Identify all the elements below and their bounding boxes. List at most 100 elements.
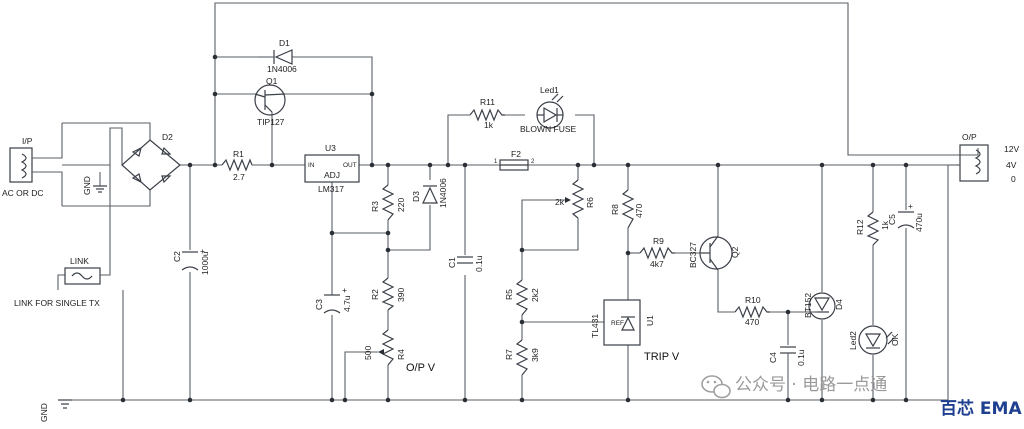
label-r11: R11 [480, 97, 495, 107]
label-f2-pin2: 2 [531, 159, 535, 165]
scr-d4-symbol [808, 292, 836, 320]
label-u3-adj: ADJ [324, 170, 340, 180]
transistor-q1-symbol [254, 84, 286, 116]
label-u3-out: OUT [343, 162, 357, 169]
label-r2: R2 [370, 289, 380, 300]
label-r5: R5 [504, 289, 514, 300]
label-0v: 0 [1011, 174, 1016, 184]
potentiometer-r4-symbol [378, 329, 395, 366]
label-f2: F2 [511, 149, 521, 159]
capacitor-c4-symbol [780, 346, 796, 362]
label-d3-value: 1N4006 [438, 178, 448, 208]
label-u1-ref: REF [611, 320, 624, 327]
label-c3-value: 4.7u [342, 295, 352, 312]
resistor-r12-symbol [866, 211, 880, 246]
capacitor-c5-symbol [897, 211, 915, 229]
resistor-r9-symbol [639, 246, 675, 260]
label-q2-value: BC327 [688, 242, 698, 268]
label-r5-value: 2k2 [530, 288, 540, 302]
label-r1-value: 2.7 [233, 172, 245, 182]
led1-symbol [536, 93, 564, 129]
label-r8-value: 470 [634, 204, 644, 218]
transistor-q2-symbol [699, 235, 733, 271]
resistor-r10-symbol [734, 305, 770, 319]
label-c5-plus: + [908, 201, 913, 211]
label-12v: 12V [1004, 144, 1019, 154]
label-d3: D3 [411, 191, 421, 202]
label-d1: D1 [279, 38, 290, 48]
resistor-r7-symbol [515, 339, 529, 376]
label-r3-value: 220 [396, 198, 406, 212]
diode-d3-symbol [422, 185, 438, 204]
label-q1: Q1 [266, 76, 278, 86]
label-u3-value: LM317 [318, 184, 344, 194]
label-r1: R1 [233, 149, 244, 159]
label-c3-plus: + [342, 285, 347, 295]
label-r8: R8 [610, 204, 620, 215]
label-r6: R6 [585, 197, 595, 208]
potentiometer-r6-symbol [565, 179, 585, 219]
label-r4-value: 500 [363, 346, 373, 360]
label-c5: C5 [887, 214, 897, 225]
label-trip-v: TRIP V [644, 351, 680, 363]
label-r7-value: 3k9 [530, 348, 540, 362]
label-r4: R4 [396, 349, 406, 360]
label-u1-value: TL431 [590, 314, 600, 338]
label-d4: D4 [834, 299, 844, 310]
capacitor-c3-symbol [323, 294, 341, 314]
label-d4-value: BT152 [803, 293, 813, 318]
label-f2-pin1: 1 [494, 159, 498, 165]
label-r10: R10 [745, 295, 761, 305]
resistor-r2-symbol [381, 277, 395, 311]
wechat-icon [701, 375, 731, 399]
wires [57, 2, 979, 401]
label-u3: U3 [325, 143, 336, 153]
label-ac-dc: AC OR DC [2, 188, 44, 198]
brand-logo: 百芯 EMA [940, 398, 1022, 419]
label-c2-value: 1000u [200, 251, 210, 275]
capacitor-c1-symbol [457, 256, 473, 264]
led2-symbol [858, 325, 895, 355]
label-led2-value: OK [890, 333, 900, 346]
label-r9: R9 [653, 236, 664, 246]
resistor-r5-symbol [515, 279, 529, 316]
label-c5-value: 470u [914, 213, 924, 232]
label-op: O/P [962, 132, 977, 142]
capacitor-c2-symbol [181, 251, 199, 271]
label-d1-value: 1N4006 [267, 64, 297, 74]
diode-d1-symbol [258, 49, 293, 65]
label-r12: R12 [855, 219, 865, 235]
label-q1-value: TIP127 [257, 117, 285, 127]
label-r3: R3 [370, 201, 380, 212]
label-u3-in: IN [308, 162, 315, 169]
main-ground-symbol [58, 399, 72, 409]
label-c4: C4 [768, 352, 778, 363]
label-u1: U1 [645, 315, 655, 326]
label-r6-value: 2k [555, 197, 565, 207]
bridge-rectifier-symbol [121, 139, 181, 191]
label-c2-plus: + [200, 246, 205, 256]
regulator-u3-symbol [304, 154, 360, 183]
label-op-v: O/P V [406, 362, 436, 374]
label-4v: 4V [1006, 160, 1017, 170]
label-c1: C1 [447, 257, 457, 268]
ip-connector-symbol [9, 123, 63, 206]
label-c3: C3 [314, 299, 324, 310]
fuse-f2-symbol [499, 159, 529, 171]
shunt-regulator-u1-symbol [603, 299, 641, 346]
label-led1-value: BLOWN FUSE [520, 124, 577, 134]
label-c4-value: 0.1u [796, 349, 806, 366]
label-ip: I/P [22, 136, 33, 146]
resistor-r8-symbol [621, 189, 635, 229]
label-r11-value: 1k [484, 120, 494, 130]
label-d2: D2 [162, 132, 173, 142]
watermark-text: 公众号 · 电路一点通 [735, 375, 887, 395]
ground-symbol [93, 172, 107, 193]
label-led2: Led2 [848, 331, 858, 350]
label-r10-value: 470 [745, 317, 759, 327]
label-q2: Q2 [730, 246, 740, 258]
label-r12-value: 1k [880, 220, 890, 230]
resistor-r1-symbol [221, 158, 253, 172]
